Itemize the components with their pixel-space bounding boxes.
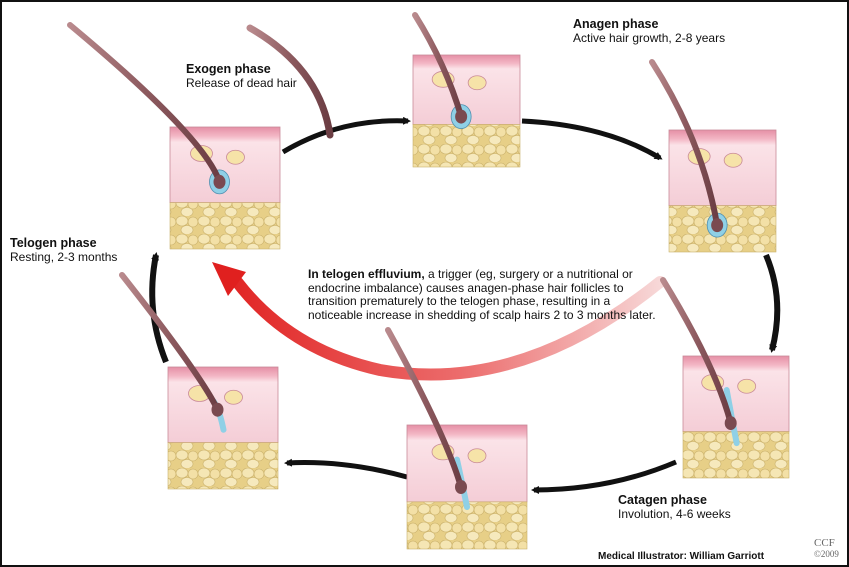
exogen-title: Exogen phase xyxy=(186,62,271,76)
effluvium-description: In telogen effluvium, a trigger (eg, sur… xyxy=(308,267,656,322)
hair-root xyxy=(724,416,737,431)
arrow-catagen-transition xyxy=(763,253,781,353)
hair-root xyxy=(711,218,724,233)
catagen-label: Catagen phase Involution, 4-6 weeks xyxy=(618,493,731,521)
hair-shaft xyxy=(385,327,464,490)
hair-root xyxy=(455,480,467,494)
skin-layer xyxy=(406,424,528,503)
ccf-watermark: CCF ©2009 xyxy=(814,538,839,560)
effluvium-lead: In telogen effluvium, xyxy=(308,267,425,281)
hair-root xyxy=(213,174,226,189)
sebaceous-gland xyxy=(224,389,243,405)
skin-layer xyxy=(668,129,777,207)
illustrator-credit: Medical Illustrator: William Garriott xyxy=(598,551,765,562)
effluvium-arrow xyxy=(232,276,666,381)
exogen-panel xyxy=(67,22,334,250)
arrow-anagen-to-catagen xyxy=(521,118,663,161)
telogen-label: Telogen phase Resting, 2-3 months xyxy=(10,236,117,264)
catagen-desc: Involution, 4-6 weeks xyxy=(618,507,731,521)
exogen-label: Exogen phase Release of dead hair xyxy=(186,62,297,90)
hair-shaft xyxy=(412,12,465,120)
effluvium-arrowhead xyxy=(212,262,246,296)
hair-root xyxy=(455,109,468,124)
telogen-panel-late xyxy=(385,327,528,550)
hair-shaft xyxy=(119,272,221,413)
hair-shaft xyxy=(660,277,734,427)
skin-layer xyxy=(682,355,790,433)
effluvium-text: a trigger (eg, surgery or a nutritional … xyxy=(308,267,656,322)
cycle-arrows xyxy=(149,116,781,494)
anagen-panel xyxy=(649,59,777,253)
sebaceous-gland xyxy=(226,149,245,165)
catagen-title: Catagen phase xyxy=(618,493,707,507)
hair-root xyxy=(211,402,224,417)
fat-layer xyxy=(167,442,279,490)
telogen-title: Telogen phase xyxy=(10,236,97,250)
exogen-desc: Release of dead hair xyxy=(186,76,297,90)
arrow-exogen-to-anagen xyxy=(281,116,411,155)
fat-layer xyxy=(169,202,281,250)
anagen-label: Anagen phase Active hair growth, 2-8 yea… xyxy=(573,17,725,45)
arrow-catagen-to-telogen xyxy=(531,459,677,494)
sebaceous-gland xyxy=(737,378,757,394)
telogen-panel xyxy=(119,272,279,490)
telogen-desc: Resting, 2-3 months xyxy=(10,250,118,264)
anagen-panel-early xyxy=(412,12,521,168)
hair-shaft xyxy=(67,22,223,185)
anagen-title: Anagen phase xyxy=(573,17,659,31)
shed-hair xyxy=(246,24,334,139)
ccf-year: ©2009 xyxy=(814,549,839,559)
sebaceous-gland xyxy=(723,152,743,168)
anagen-desc: Active hair growth, 2-8 years xyxy=(573,31,726,45)
hair-shaft xyxy=(649,59,721,229)
fat-layer xyxy=(412,124,521,168)
sebaceous-gland xyxy=(467,448,487,464)
catagen-panel xyxy=(660,277,790,479)
arrow-telogen-to-resting xyxy=(284,458,408,480)
ccf-mark: CCF xyxy=(814,537,835,549)
arrow-telogen-to-exogen xyxy=(149,252,169,364)
sebaceous-gland xyxy=(467,75,487,91)
